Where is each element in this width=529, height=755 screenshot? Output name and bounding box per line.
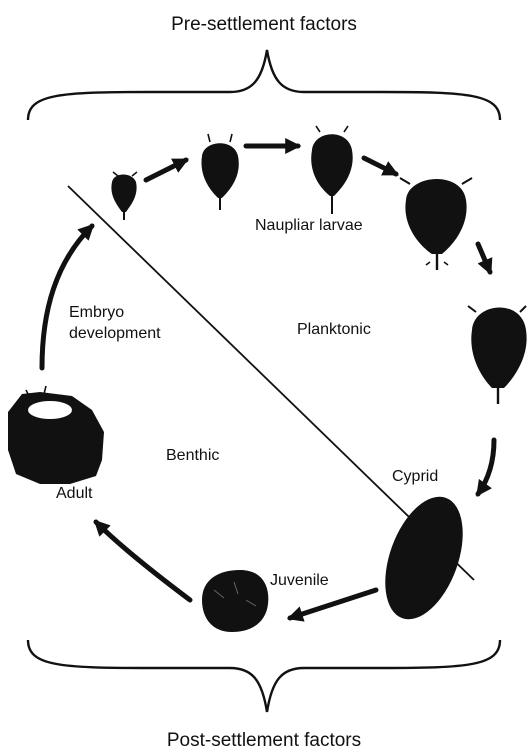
arrow-cyprid-to-juvenile bbox=[290, 590, 376, 618]
adult-label: Adult bbox=[56, 485, 93, 502]
pre-settlement-title: Pre-settlement factors bbox=[171, 14, 357, 35]
arrow-larva4-to-larva5 bbox=[478, 244, 490, 272]
arrow-juvenile-to-adult bbox=[96, 522, 190, 600]
naupliar-larvae-label: Naupliar larvae bbox=[255, 217, 363, 234]
embryo-label-line1: Embryo bbox=[69, 304, 124, 321]
arrow-larva3-to-larva4 bbox=[364, 158, 396, 174]
planktonic-label: Planktonic bbox=[297, 321, 371, 338]
naupliar-larva-3 bbox=[311, 126, 352, 214]
arrow-larva5-to-cyprid bbox=[478, 440, 494, 494]
benthic-label: Benthic bbox=[166, 447, 219, 464]
embryo-label-line2: development bbox=[69, 325, 161, 342]
cyprid-label: Cyprid bbox=[392, 468, 438, 485]
arrow-larva1-to-larva2 bbox=[146, 160, 186, 180]
top-brace bbox=[28, 50, 500, 120]
juvenile-barnacle bbox=[202, 570, 268, 632]
post-settlement-title: Post-settlement factors bbox=[167, 730, 361, 751]
arrow-adult-to-embryo bbox=[42, 226, 92, 368]
naupliar-larva-5 bbox=[468, 306, 527, 404]
naupliar-larva-4 bbox=[400, 178, 472, 270]
naupliar-larva-1 bbox=[111, 172, 137, 220]
bottom-brace bbox=[28, 640, 500, 712]
juvenile-label: Juvenile bbox=[270, 572, 329, 589]
naupliar-larva-2 bbox=[201, 134, 238, 210]
adult-barnacle bbox=[8, 386, 104, 484]
cyprid-larva bbox=[370, 486, 478, 630]
